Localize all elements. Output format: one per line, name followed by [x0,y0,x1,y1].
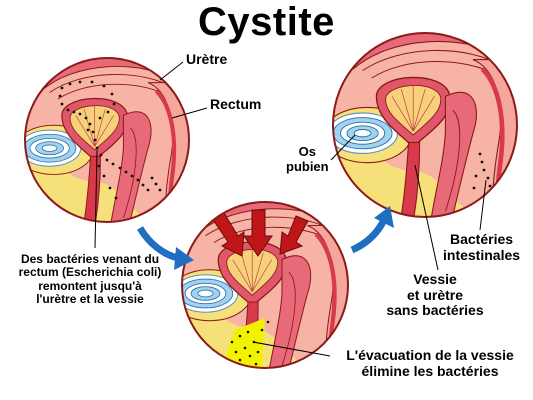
label-os-pubien: Os pubien [286,144,329,174]
panel-evacuation [181,201,349,369]
label-uretre: Urètre [186,51,228,67]
diagram-title: Cystite [198,0,335,44]
label-vessie-sans-bacteries: Vessie et urètre sans bactéries [386,271,484,319]
flow-arrow-icon [136,206,394,270]
label-evacuation: L'évacuation de la vessie élimine les ba… [346,347,514,379]
leader-lines [94,61,487,357]
label-bacteries-rectum: Des bactéries venant du rectum (Escheric… [18,252,162,307]
panel-infection [24,57,190,223]
panel-apres [332,32,518,218]
pressure-arrow-icon [211,209,309,257]
label-bacteries-intestinales: Bactéries intestinales [443,231,521,263]
urine-flow [220,318,265,368]
label-rectum: Rectum [210,96,262,112]
bacteria-dots [58,80,162,200]
